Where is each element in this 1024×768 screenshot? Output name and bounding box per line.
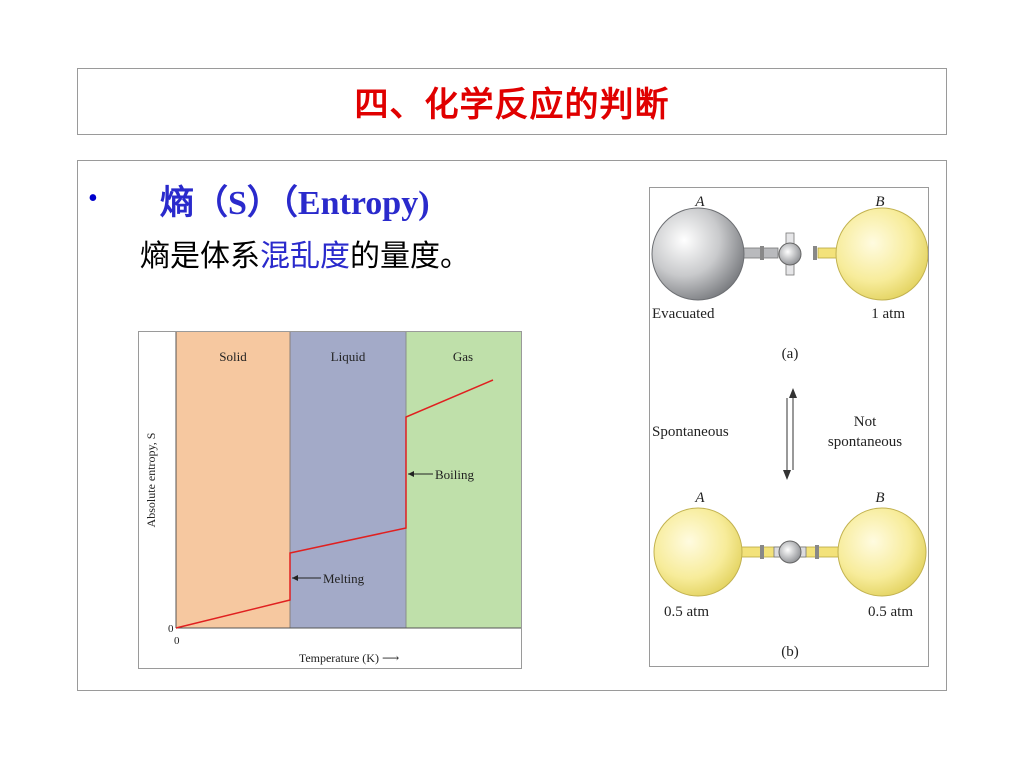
left-state-b: 0.5 atm — [664, 604, 709, 620]
title-box: 四、化学反应的判断 — [77, 68, 947, 135]
entropy-heading: 熵（S）（Entropy) — [160, 185, 430, 222]
y-zero-label: 0 — [168, 623, 174, 635]
x-axis-label: Temperature (K) ⟶ — [299, 651, 399, 665]
caption-b: (b) — [781, 644, 799, 660]
entropy-line — [175, 379, 494, 629]
slide-title: 四、化学反应的判断 — [354, 85, 670, 125]
flask-a-equalized — [653, 507, 743, 597]
melting-annotation: Melting — [323, 571, 365, 586]
spontaneous-label: Spontaneous — [652, 424, 729, 440]
y-axis-label: Absolute entropy, S — [144, 433, 158, 528]
left-state-a: Evacuated — [652, 306, 715, 322]
valve-open-icon — [778, 540, 802, 564]
boiling-annotation: Boiling — [435, 467, 475, 482]
label-b-bottom: B — [875, 490, 884, 506]
not-spontaneous-label: spontaneous — [828, 434, 902, 450]
content-box: • 熵（S）（Entropy) 熵是体系混乱度的量度。 Solid Liquid… — [77, 160, 947, 691]
liquid-region — [290, 332, 406, 628]
definition-highlight: 混乱度 — [260, 239, 350, 274]
gas-label: Gas — [453, 349, 473, 364]
solid-region — [176, 332, 290, 628]
flask-diagram-svg: A B Evacuated 1 atm (a) Spontaneous Not … — [651, 194, 929, 660]
right-state-b: 0.5 atm — [868, 604, 913, 620]
flask-b-gas — [835, 207, 929, 301]
flask-a-evacuated — [651, 207, 745, 301]
flask-diagram: A B Evacuated 1 atm (a) Spontaneous Not … — [649, 187, 929, 667]
not-label: Not — [854, 414, 877, 430]
entropy-chart-svg: Solid Liquid Gas Melting Boiling Absolut… — [144, 332, 521, 665]
entropy-definition: 熵是体系混乱度的量度。 — [140, 231, 470, 275]
solid-label: Solid — [219, 349, 247, 364]
label-b-top: B — [875, 194, 884, 210]
label-a-top: A — [694, 194, 705, 210]
x-zero-label: 0 — [174, 635, 180, 647]
label-a-bottom: A — [694, 490, 705, 506]
gas-region — [406, 332, 521, 628]
definition-part2: 的量度。 — [350, 239, 470, 274]
valve-closed-icon — [778, 242, 802, 266]
right-state-a: 1 atm — [871, 306, 905, 322]
caption-a: (a) — [782, 346, 799, 362]
entropy-chart: Solid Liquid Gas Melting Boiling Absolut… — [138, 331, 522, 669]
bullet-marker: • — [88, 183, 98, 214]
definition-part1: 熵是体系 — [140, 239, 260, 274]
liquid-label: Liquid — [331, 349, 366, 364]
arrow-down-icon — [783, 470, 791, 480]
flask-b-equalized — [837, 507, 927, 597]
arrow-up-icon — [789, 388, 797, 398]
